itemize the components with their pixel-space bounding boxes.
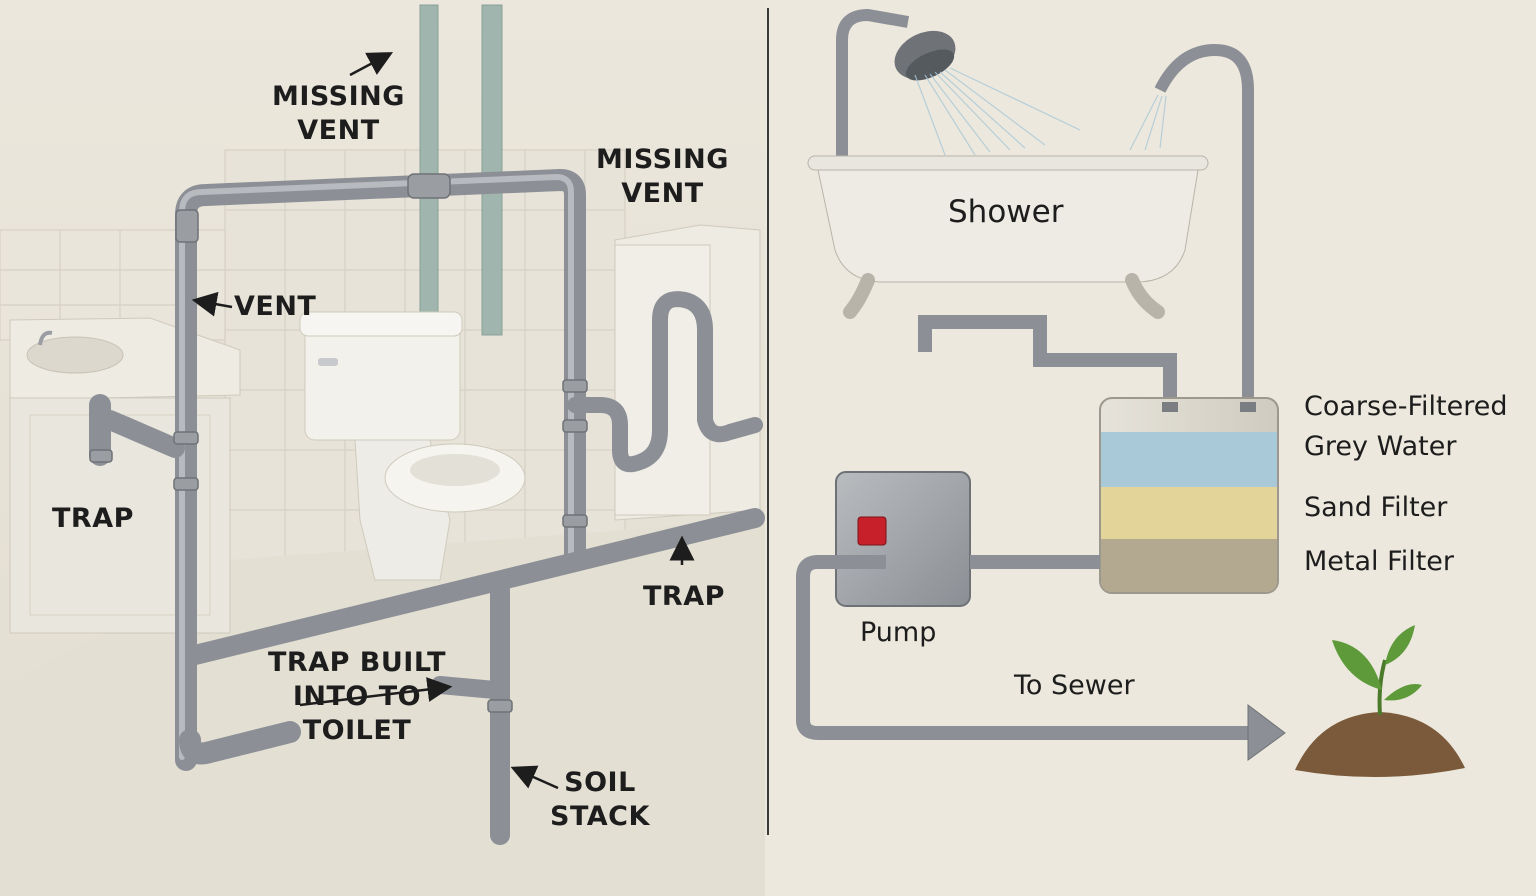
sewer-pipe [796,555,1250,740]
label-sand-filter: Sand Filter [1304,488,1447,528]
shower-riser [836,8,910,160]
toilet [299,311,526,581]
water-spray [914,67,1081,156]
label-line: Grey Water [1304,431,1457,462]
vent-pipes [419,4,503,336]
metal-layer [1101,539,1277,592]
label-line: TRAP [643,581,725,612]
bathroom-scene [0,0,765,896]
pump-button [857,516,887,546]
vanity-sink [9,317,241,634]
shower-head-icon [894,30,956,81]
label-line: TOILET [302,715,412,746]
label-trap-right: TRAP [643,580,725,614]
label-missing-vent-right: MISSING VENT [596,143,729,211]
filter-tank [1099,397,1279,594]
label-pump: Pump [860,613,936,653]
label-line: STACK [550,801,650,832]
label-line: SOIL [564,767,636,798]
label-line: Sand Filter [1304,492,1448,523]
wall-cabinet [614,224,761,521]
faucet-spray [1129,94,1167,151]
label-metal-filter: Metal Filter [1304,542,1454,582]
label-line: To Sewer [1014,670,1135,701]
label-shower: Shower [948,192,1063,232]
tub-drain-pipe [918,315,1177,405]
label-trap-left: TRAP [52,502,134,536]
grey-water-layer [1101,432,1277,487]
label-line: TRAP [52,503,134,534]
return-pipe [1154,43,1254,405]
bathtub-icon [807,155,1209,319]
greywater-system [796,8,1465,778]
label-line: Metal Filter [1304,546,1454,577]
label-line: VENT [621,178,704,209]
label-missing-vent-top: MISSING VENT [272,80,405,148]
label-line: Pump [860,617,937,648]
label-line: MISSING [596,144,729,175]
label-vent: VENT [234,290,316,324]
label-line: Shower [948,194,1064,230]
label-soil-stack: SOIL STACK [550,766,650,834]
arrow-head-icon [1247,703,1286,761]
sand-layer [1101,487,1277,539]
annotation-arrows [191,52,695,790]
plant-icon [1295,625,1465,778]
label-line: INTO TO [292,681,422,712]
pipe-joints [89,173,588,713]
label-coarse-filtered-grey-water: Coarse-Filtered Grey Water [1304,387,1507,467]
label-to-sewer: To Sewer [1014,666,1135,706]
label-line: Coarse-Filtered [1304,391,1508,422]
label-line: MISSING [272,81,405,112]
label-line: TRAP BUILT [268,647,446,678]
label-line: VENT [297,115,380,146]
label-line: VENT [234,291,317,322]
label-trap-built-into-toilet: TRAP BUILT INTO TO TOILET [268,646,446,748]
pump-icon [835,471,971,607]
